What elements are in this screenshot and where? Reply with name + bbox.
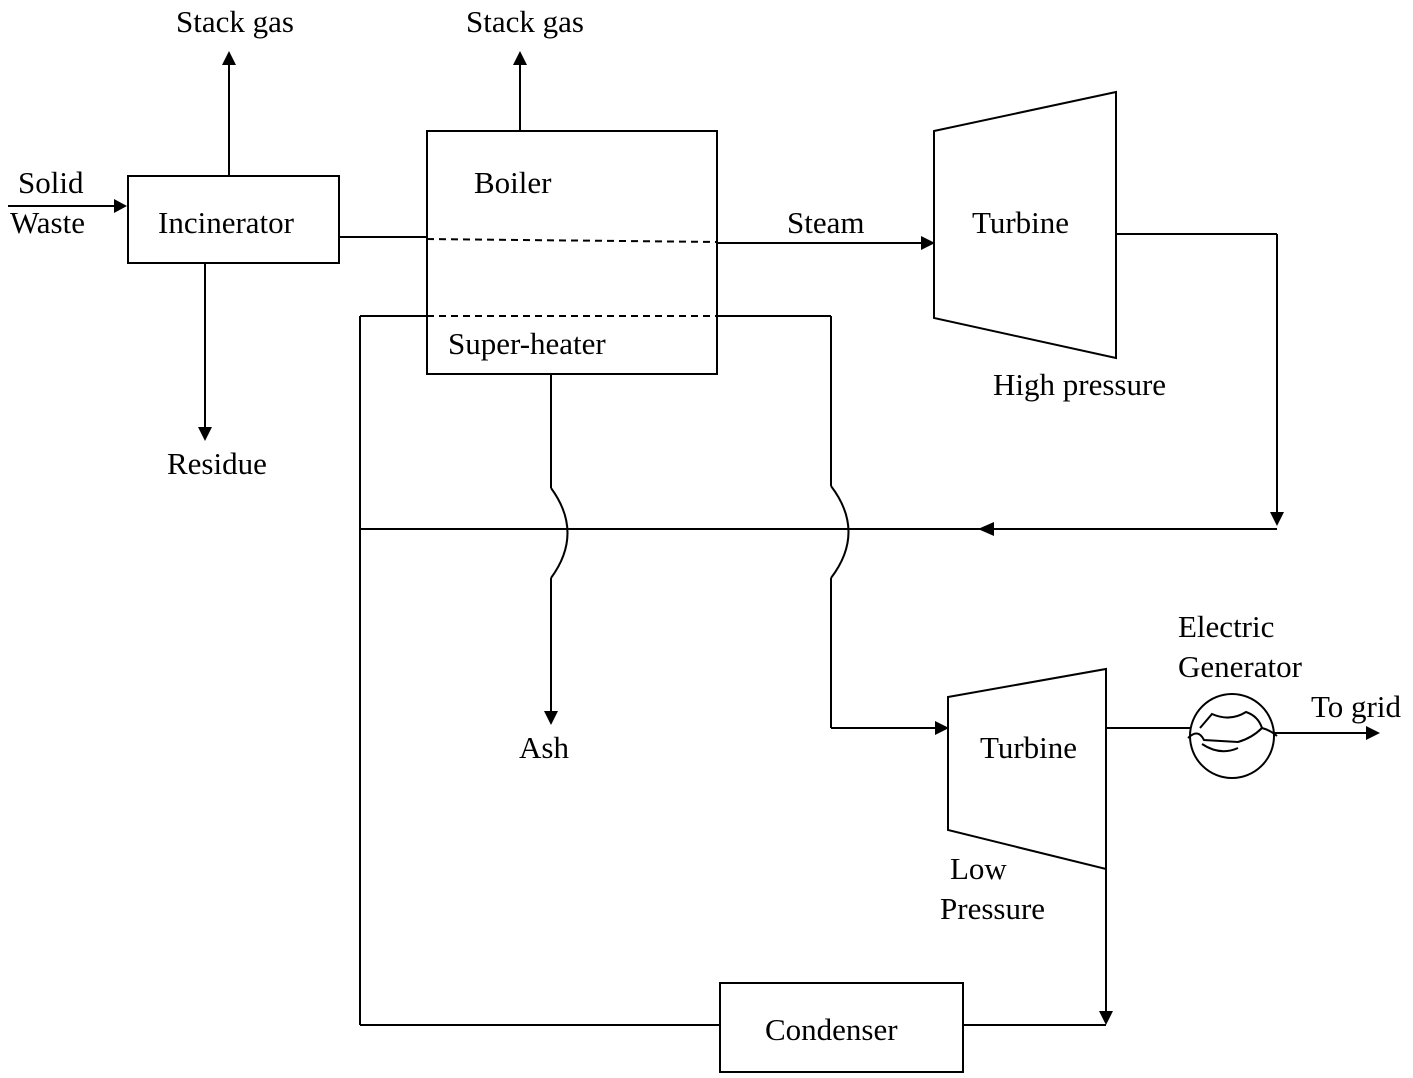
turbine-low-pressure: Turbine Low Pressure — [940, 667, 1107, 926]
condenser-box — [719, 982, 964, 1073]
superheated-steam-line — [717, 315, 949, 735]
to-grid-label: To grid — [1311, 689, 1401, 724]
stack-gas-label-boiler: Stack gas — [466, 4, 584, 39]
incinerator-box — [127, 175, 340, 264]
return-line — [360, 522, 1277, 536]
condenser-label: Condenser — [765, 1012, 898, 1047]
steam-label: Steam — [787, 205, 865, 240]
stack-gas-label-incinerator: Stack gas — [176, 4, 294, 39]
feedwater-loop — [359, 315, 720, 1026]
turbine-low-label: Turbine — [980, 730, 1077, 765]
incinerator-label: Incinerator — [158, 205, 295, 240]
ash-label: Ash — [519, 730, 569, 765]
ash-output: Ash — [519, 374, 569, 765]
high-pressure-label: High pressure — [993, 367, 1166, 402]
electric-generator-label-line1: Electric — [1178, 609, 1274, 644]
turbine-low-shape — [947, 667, 1107, 871]
turbine-high-label: Turbine — [972, 205, 1069, 240]
incinerator-block: Incinerator — [127, 175, 340, 264]
lp-exhaust-line — [963, 869, 1113, 1026]
to-grid-output: To grid — [1274, 689, 1401, 740]
low-pressure-label-line1: Low — [950, 851, 1007, 886]
electric-generator-label-line2: Generator — [1178, 649, 1303, 684]
solid-waste-label-line1: Solid — [18, 165, 84, 200]
solid-waste-label-line2: Waste — [10, 205, 85, 240]
incinerator-stack-gas: Stack gas — [176, 4, 294, 176]
turbine-high-pressure: Turbine High pressure — [933, 90, 1166, 402]
boiler-label: Boiler — [474, 165, 552, 200]
electric-generator: Electric Generator — [1178, 609, 1303, 779]
generator-winding-icon — [1187, 710, 1278, 753]
boiler-stack-gas: Stack gas — [466, 4, 584, 131]
residue-output: Residue — [167, 263, 267, 481]
turbine-high-shape — [933, 90, 1117, 360]
condenser-block: Condenser — [719, 982, 964, 1073]
low-pressure-label-line2: Pressure — [940, 891, 1045, 926]
boiler-box — [426, 130, 718, 375]
solid-waste-input: Solid Waste — [8, 165, 127, 240]
boiler-block: Boiler Super-heater — [426, 130, 718, 375]
steam-line: Steam — [717, 205, 935, 250]
residue-label: Residue — [167, 446, 267, 481]
hp-exhaust-line — [1116, 233, 1284, 526]
super-heater-label: Super-heater — [448, 326, 606, 361]
